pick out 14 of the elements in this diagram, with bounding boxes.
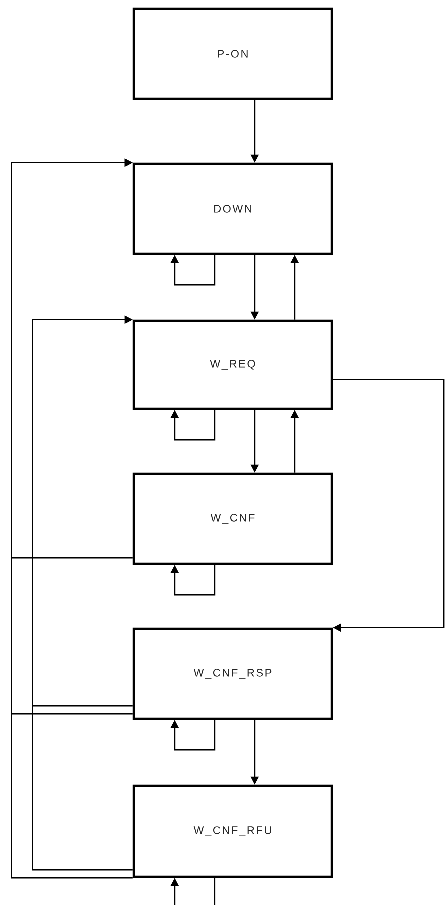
- state-box: W_CNF: [132, 472, 334, 566]
- loop-arrow: [170, 410, 216, 441]
- state-box: P-ON: [132, 8, 334, 100]
- state-box: W_CNF_RFU: [132, 784, 334, 878]
- loop-arrow: [170, 255, 216, 286]
- state-box: DOWN: [132, 162, 334, 256]
- state-box: W_CNF_RSP: [132, 628, 334, 720]
- loop-arrow: [170, 878, 216, 905]
- loop-arrow: [170, 720, 216, 751]
- arrow: [32, 316, 133, 871]
- loop-arrow: [170, 565, 216, 596]
- arrow: [11, 158, 133, 879]
- arrow: [333, 379, 445, 632]
- state-box: W_REQ: [132, 320, 334, 410]
